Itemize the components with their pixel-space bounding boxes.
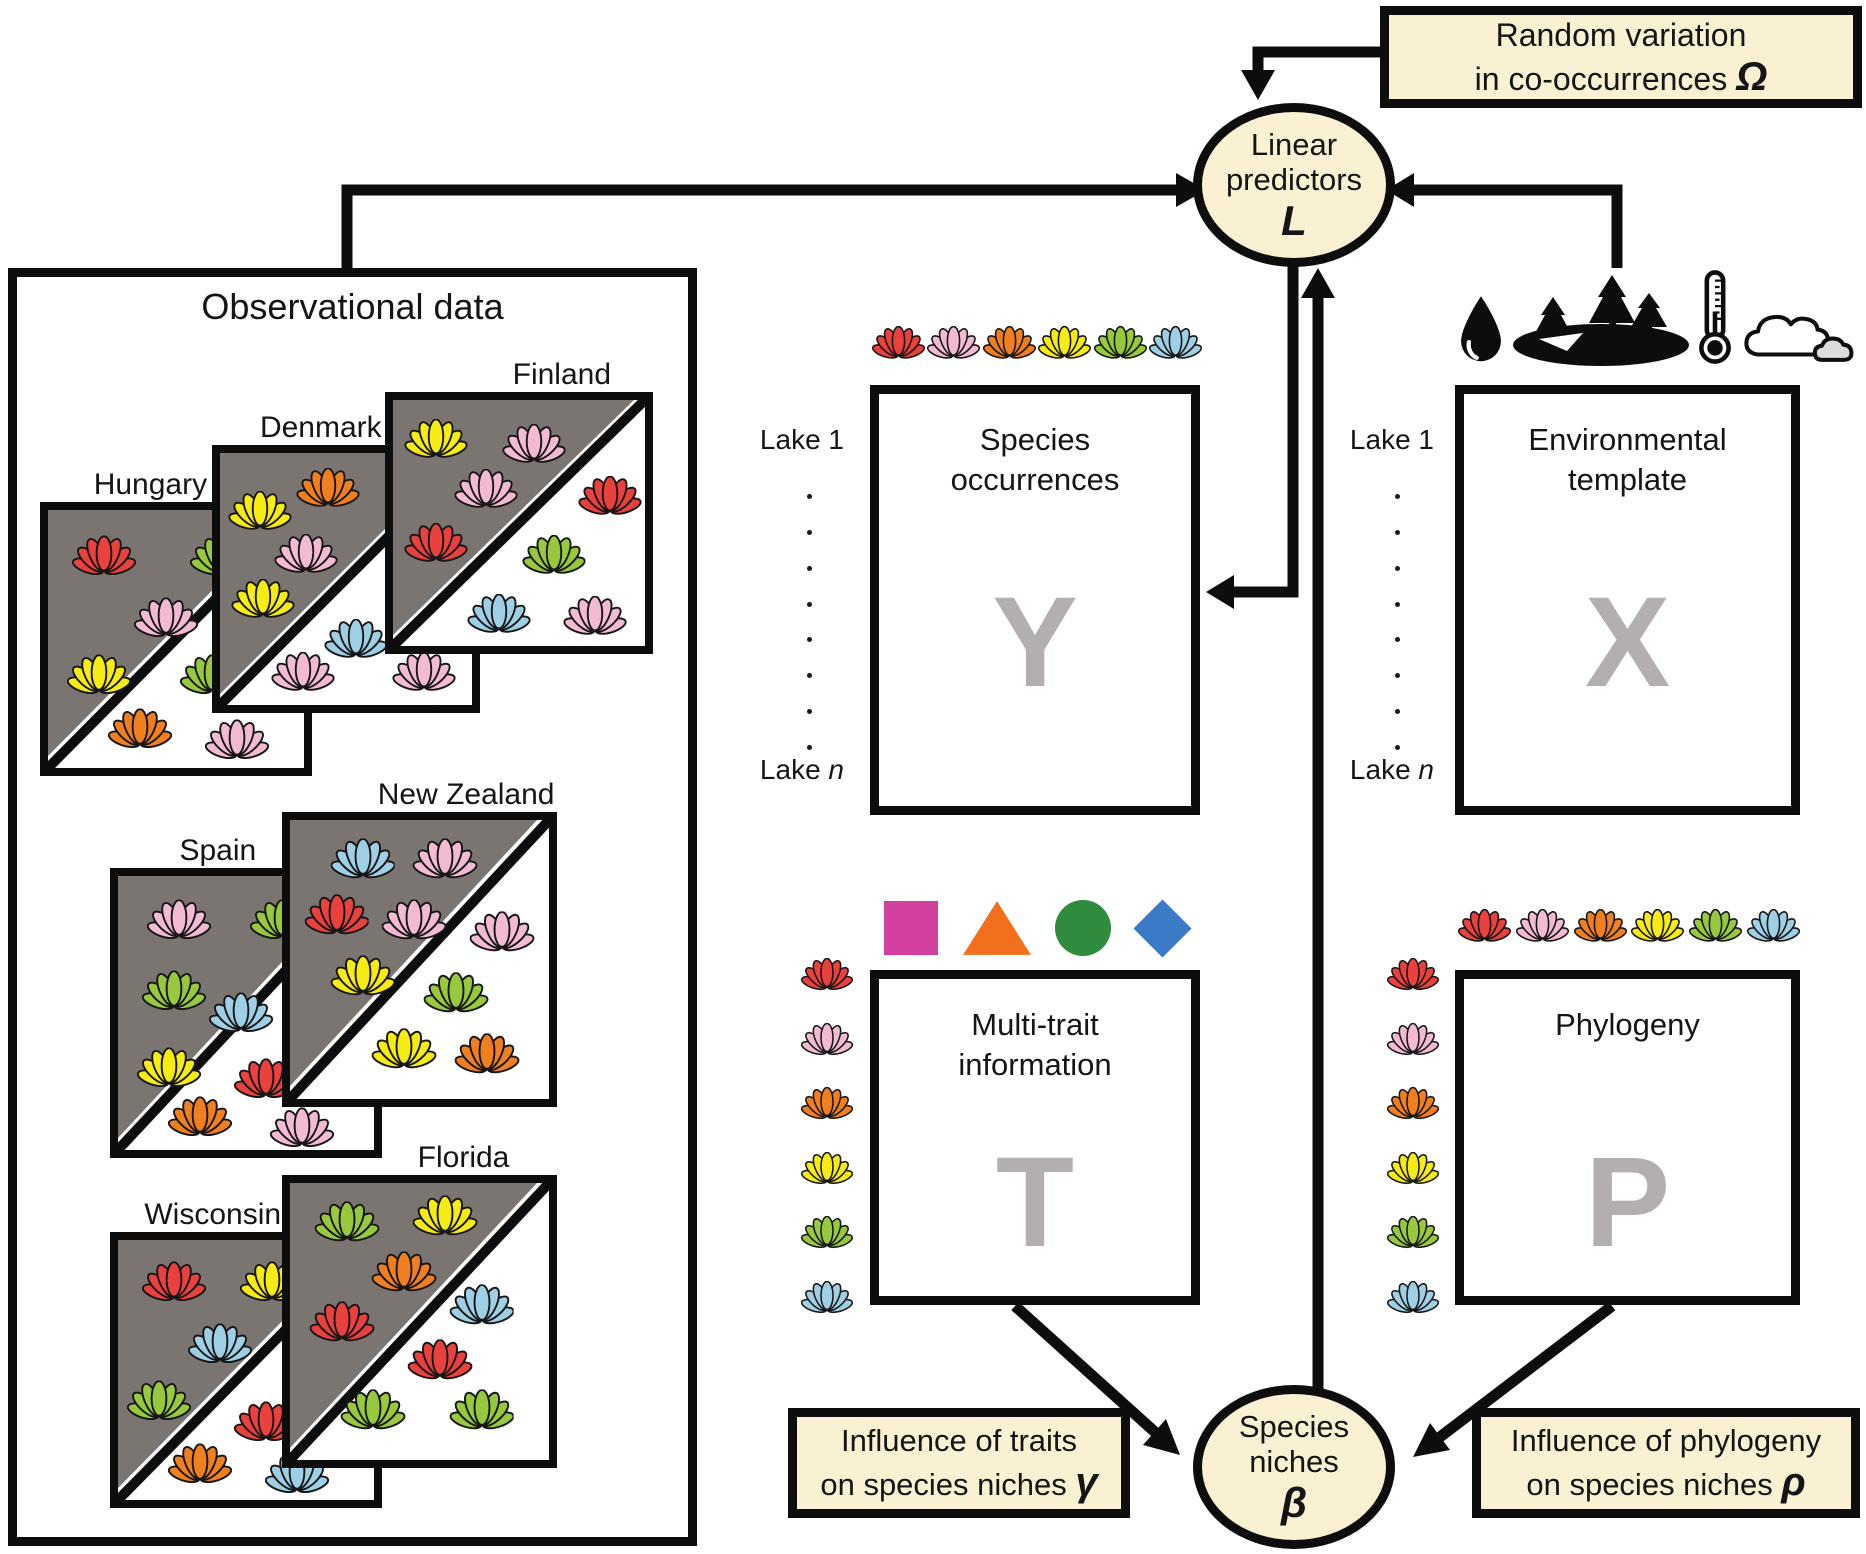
- lake-1-label-environment: Lake 1: [1349, 424, 1434, 455]
- trait-shapes-row: [884, 898, 1192, 958]
- ellipsis-dot: [806, 529, 812, 535]
- country-panel-florida: Florida: [282, 1141, 557, 1468]
- ellipsis-dot: [1394, 744, 1400, 750]
- multi-trait-title: Multi-trait information: [958, 1007, 1112, 1082]
- linear-predictors-node: Linear predictors L: [1193, 103, 1395, 267]
- lake-1-label-occurrences: Lake 1: [759, 424, 844, 455]
- ellipsis-dot: [806, 673, 812, 679]
- node-text: Linear: [1250, 127, 1338, 163]
- trait-circle-icon: [1055, 900, 1112, 956]
- country-label-denmark: Denmark: [259, 411, 382, 444]
- ellipsis-dot: [806, 709, 812, 715]
- node-symbol-L: L: [1281, 196, 1307, 244]
- ellipsis-dot: [806, 637, 812, 643]
- lake-ellipsis-occurrences: [806, 494, 812, 750]
- node-symbol-rho: ρ: [1781, 1459, 1806, 1504]
- node-symbol-gamma: γ: [1075, 1459, 1098, 1504]
- node-symbol-omega: Ω: [1736, 54, 1768, 99]
- matrix-letter-T: T: [995, 1131, 1075, 1274]
- country-label-spain: Spain: [179, 834, 257, 867]
- lake-n-label-occurrences: Lake n: [759, 754, 844, 785]
- trait-square-icon: [884, 901, 938, 955]
- ellipsis-dot: [806, 565, 812, 571]
- country-label-new-zealand: New Zealand: [377, 778, 555, 811]
- country-label-florida: Florida: [417, 1141, 510, 1174]
- ellipsis-dot: [1394, 565, 1400, 571]
- species-occurrences-matrix: Species occurrences Y: [870, 385, 1200, 815]
- environmental-template-matrix: Environmental template X: [1455, 385, 1800, 815]
- node-symbol-beta: β: [1280, 1478, 1308, 1526]
- phylogeny-title: Phylogeny: [1555, 1007, 1700, 1042]
- ellipsis-dot: [1394, 494, 1400, 499]
- influence-of-phylogeny-label: Influence of phylogeny on species niches…: [1472, 1408, 1860, 1518]
- multi-trait-matrix: Multi-trait information T: [870, 970, 1200, 1305]
- species-occurrences-title: Species occurrences: [950, 422, 1120, 497]
- environmental-icons-row: [1455, 252, 1857, 372]
- ellipsis-dot: [1394, 673, 1400, 679]
- node-text: niches: [1249, 1444, 1339, 1479]
- ellipsis-dot: [1394, 637, 1400, 643]
- water-drop-icon: [1455, 293, 1507, 372]
- node-text: predictors: [1225, 162, 1363, 197]
- country-label-wisconsin: Wisconsin: [144, 1198, 282, 1231]
- observational-data-title: Observational data: [201, 286, 504, 327]
- country-panel-finland: Finland: [385, 358, 653, 654]
- cloud-icon: [1739, 303, 1857, 372]
- arrow-observations-to-linear: [341, 184, 1176, 272]
- arrow-environment-to-linear: [1414, 184, 1623, 268]
- thermometer-icon: [1695, 267, 1735, 372]
- node-text: Species: [1238, 1409, 1350, 1445]
- influence-of-traits-label: Influence of traits on species niches γ: [788, 1408, 1130, 1518]
- lake-n-label-environment: Lake n: [1349, 754, 1434, 785]
- arrow-phylogeny-to-niches: [1436, 1301, 1616, 1442]
- ellipsis-dot: [806, 494, 812, 499]
- matrix-letter-Y: Y: [992, 571, 1078, 714]
- environmental-template-title: Environmental template: [1528, 422, 1727, 497]
- country-label-finland: Finland: [512, 358, 612, 391]
- ellipsis-dot: [806, 744, 812, 750]
- phylogeny-matrix: Phylogeny P: [1455, 970, 1800, 1305]
- lake-ellipsis-environment: [1394, 494, 1400, 750]
- random-variation-label: Random variation in co-occurrences Ω: [1380, 6, 1862, 108]
- country-panel-new-zealand: New Zealand: [282, 778, 557, 1107]
- matrix-letter-X: X: [1584, 571, 1671, 714]
- ellipsis-dot: [806, 601, 812, 607]
- matrix-letter-P: P: [1584, 1131, 1671, 1274]
- ellipsis-dot: [1394, 709, 1400, 715]
- ellipsis-dot: [1394, 601, 1400, 607]
- arrow-linear-to-occurrences: [1234, 258, 1299, 598]
- lake-with-trees-icon: [1511, 275, 1691, 372]
- country-label-hungary: Hungary: [93, 468, 208, 501]
- species-niches-node: Species niches β: [1193, 1385, 1395, 1549]
- ellipsis-dot: [1394, 529, 1400, 535]
- arrow-traits-to-niches: [1011, 1301, 1160, 1438]
- trait-triangle-icon: [961, 899, 1033, 957]
- arrow-omega-to-linear: [1252, 46, 1380, 70]
